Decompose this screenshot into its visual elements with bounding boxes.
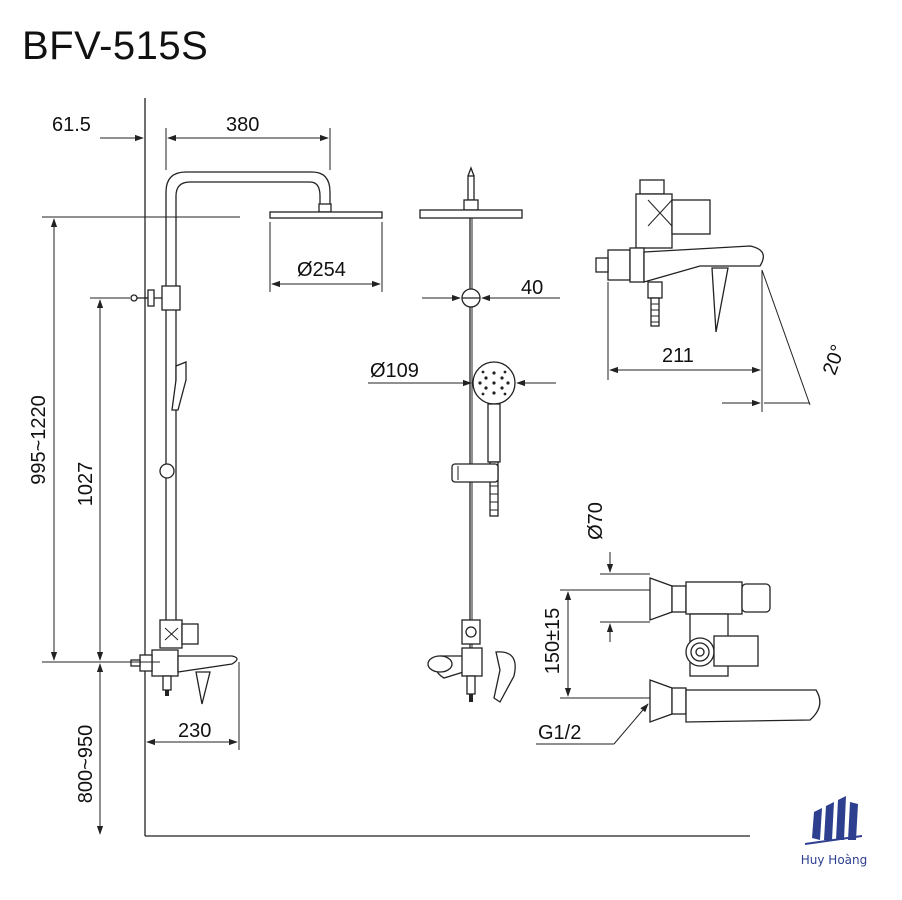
dim-height-range: 995~1220 (28, 395, 50, 485)
dim-1027: 1027 (75, 462, 97, 507)
mixer-side-detail (595, 179, 764, 333)
dim-211: 211 (662, 345, 694, 367)
dim-61-5: 61.5 (52, 114, 91, 136)
front-view (130, 171, 383, 705)
dim-230: 230 (178, 720, 211, 742)
dim-floor-range: 800~950 (75, 725, 97, 803)
dim-hand-diameter: Ø109 (370, 360, 419, 382)
dim-cover-diameter: Ø70 (585, 502, 607, 540)
huy-hoang-logo: Huy Hoàng (801, 796, 868, 867)
dim-thread: G1/2 (538, 722, 581, 744)
dim-40: 40 (521, 277, 543, 299)
mixer-top-detail (649, 577, 821, 723)
model-title: BFV-515S (22, 24, 209, 68)
dimension-lines (42, 128, 811, 835)
dim-380: 380 (226, 114, 259, 136)
dim-centers: 150±15 (542, 608, 564, 675)
dim-head-diameter: Ø254 (297, 259, 346, 281)
rain-head-side (269, 211, 383, 219)
dim-angle: 20° (819, 342, 850, 378)
side-view (419, 166, 523, 703)
rain-head-front (419, 209, 523, 219)
logo-text: Huy Hoàng (801, 853, 868, 867)
